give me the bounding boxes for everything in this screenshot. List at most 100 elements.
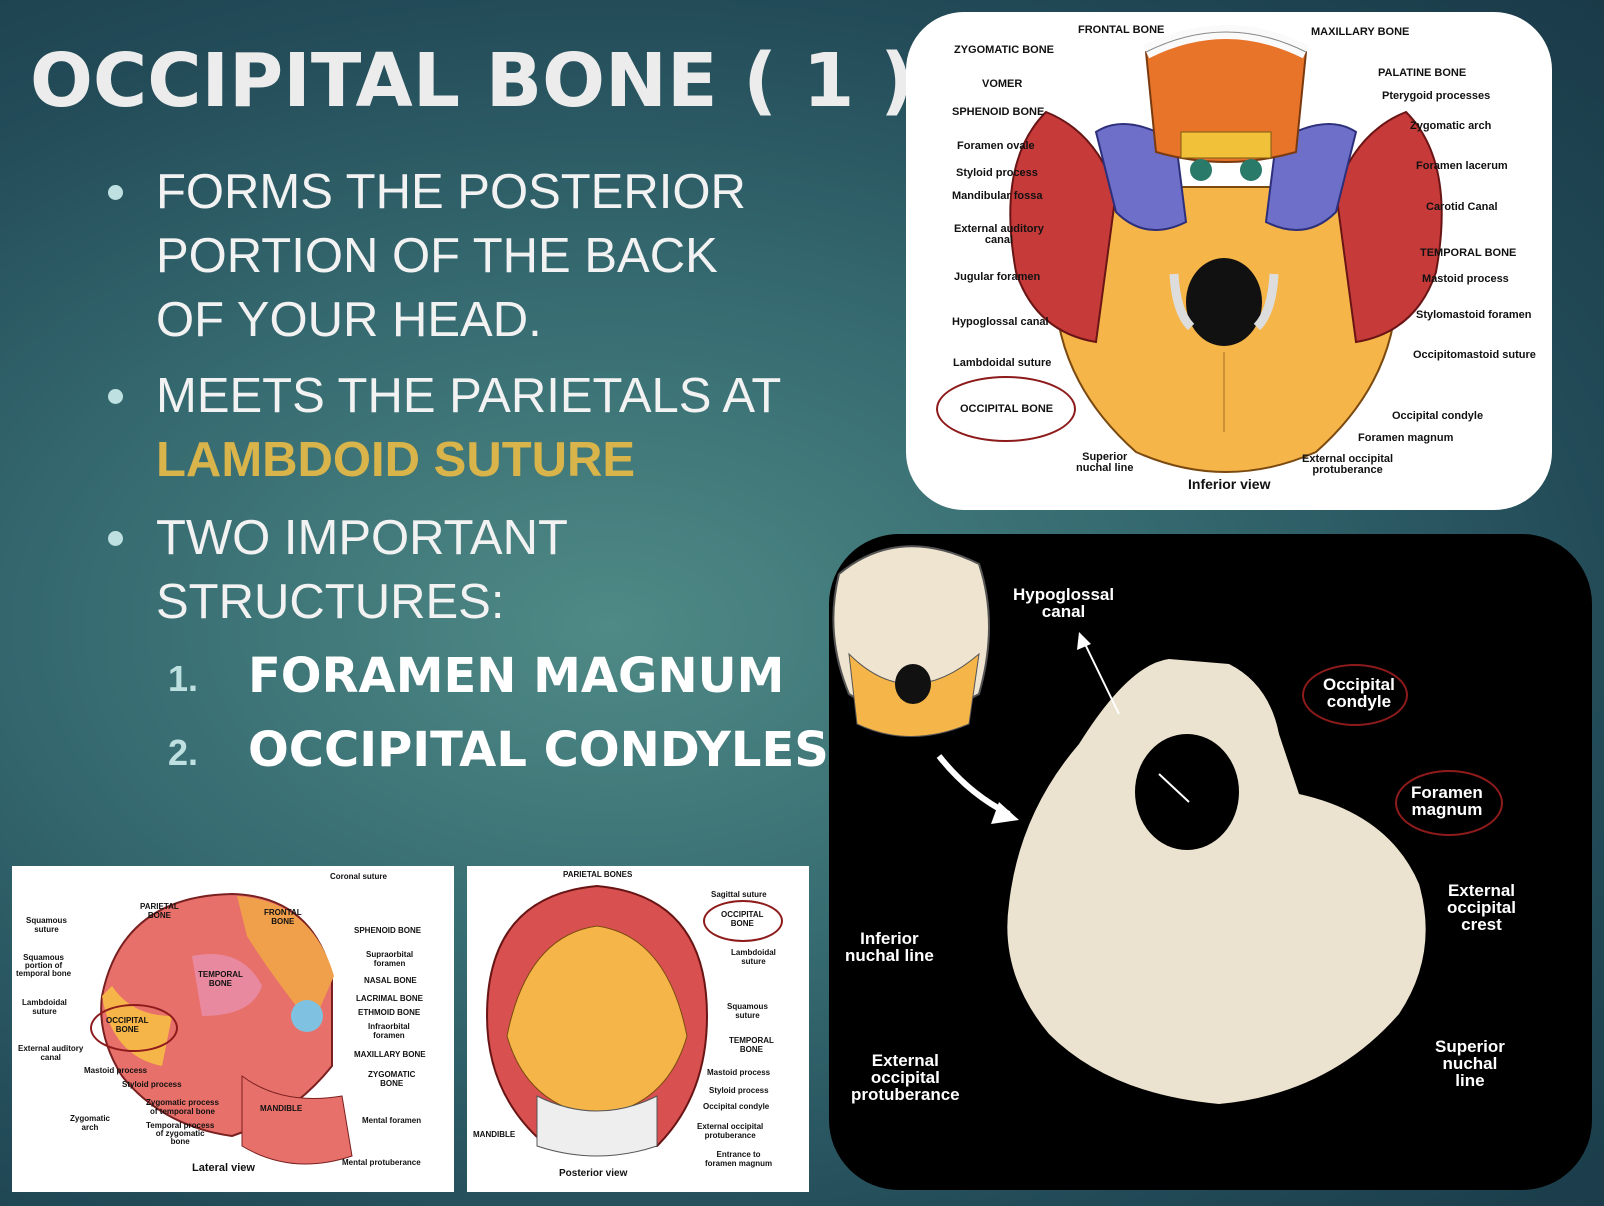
label-hypoglossal-canal: Hypoglossal canal <box>952 316 1049 328</box>
skull-inferior-illustration <box>1009 25 1443 473</box>
label-lambdoidal-suture: Lambdoidal suture <box>953 357 1052 369</box>
label-occipital-condyle: Occipital condyle <box>1323 675 1395 711</box>
label-jugular-foramen: Jugular foramen <box>954 271 1041 283</box>
label-squamous-suture: Squamous suture <box>26 916 67 934</box>
label-maxillary-bone: MAXILLARY BONE <box>1311 26 1410 38</box>
lateral-view-diagram: Coronal suture PARIETAL BONE FRONTAL BON… <box>12 866 454 1192</box>
highlight-circle <box>936 376 1076 442</box>
occipital-bone-photo: Hypoglossal canal Occipital condyle Fora… <box>829 534 1592 1190</box>
label-inferior-nuchal-line: Inferior nuchal line <box>845 929 934 965</box>
label-mastoid-process: Mastoid process <box>1422 273 1509 285</box>
label-coronal-suture: Coronal suture <box>330 872 387 881</box>
label-frontal-bone: FRONTAL BONE <box>264 908 302 926</box>
bullet-dot <box>108 531 123 546</box>
label-mandible: MANDIBLE <box>260 1104 303 1113</box>
label-sagittal-suture: Sagittal suture <box>711 890 767 899</box>
label-zygomatic-bone: ZYGOMATIC BONE <box>368 1070 416 1088</box>
bullet-dot <box>108 185 123 200</box>
caption-posterior-view: Posterior view <box>559 1168 628 1179</box>
label-ethmoid-bone: ETHMOID BONE <box>358 1008 421 1017</box>
label-zygomatic-process: Zygomatic process of temporal bone <box>146 1098 219 1116</box>
item-number: 2. <box>168 732 199 773</box>
label-frontal-bone: FRONTAL BONE <box>1078 24 1165 36</box>
item-number: 1. <box>168 658 199 699</box>
label-lambdoidal-suture: Lambdoidal suture <box>22 998 67 1016</box>
label-external-auditory-canal: External auditory canal <box>18 1044 84 1062</box>
label-mastoid-process: Mastoid process <box>707 1068 771 1077</box>
label-zygomatic-arch: Zygomatic arch <box>70 1114 111 1132</box>
label-occipitomastoid-suture: Occipitomastoid suture <box>1413 349 1536 361</box>
label-occipital-bone: OCCIPITAL BONE <box>960 403 1054 415</box>
bullet-text: MEETS THE PARIETALS AT <box>156 369 782 423</box>
label-foramen-lacerum: Foramen lacerum <box>1416 160 1508 172</box>
label-mastoid-process: Mastoid process <box>84 1066 148 1075</box>
label-foramen-magnum: Foramen magnum <box>1358 432 1454 444</box>
label-foramen-ovale: Foramen ovale <box>957 140 1035 152</box>
label-temporal-bone: TEMPORAL BONE <box>1420 247 1517 259</box>
label-palatine-bone: PALATINE BONE <box>1378 67 1467 79</box>
bullet-text: TWO IMPORTANT STRUCTURES: <box>156 511 568 629</box>
label-supraorbital-foramen: Supraorbital foramen <box>366 950 414 968</box>
item-text: FORAMEN MAGNUM <box>248 648 785 704</box>
label-zygomatic-bone: ZYGOMATIC BONE <box>954 44 1055 56</box>
label-temporal-bone: TEMPORAL BONE <box>198 970 243 988</box>
label-vomer: VOMER <box>982 78 1023 90</box>
bullet-parietals: MEETS THE PARIETALS AT LAMBDOID SUTURE <box>108 364 816 492</box>
label-squamous-suture: Squamous suture <box>727 1002 768 1020</box>
label-maxillary-bone: MAXILLARY BONE <box>354 1050 426 1059</box>
highlight-circle <box>1395 770 1503 836</box>
label-zygomatic-arch: Zygomatic arch <box>1410 120 1492 132</box>
label-lambdoidal-suture: Lambdoidal suture <box>731 948 776 966</box>
highlight-circle <box>1302 664 1408 726</box>
occipital-photo-illustration <box>832 545 1426 1104</box>
label-lacrimal-bone: LACRIMAL BONE <box>356 994 423 1003</box>
label-stylomastoid-foramen: Stylomastoid foramen <box>1416 309 1532 321</box>
inferior-view-diagram: FRONTAL BONE MAXILLARY BONE ZYGOMATIC BO… <box>906 12 1552 510</box>
label-external-occipital-crest: External occipital crest <box>1447 881 1516 934</box>
label-temporal-process: Temporal process of zygomatic bone <box>146 1121 215 1146</box>
label-pterygoid: Pterygoid processes <box>1382 90 1491 102</box>
label-hypoglossal-canal: Hypoglossal canal <box>1013 585 1115 621</box>
label-mental-foramen: Mental foramen <box>362 1116 422 1125</box>
slide-title: OCCIPITAL BONE ( 1 ) <box>30 38 914 124</box>
label-superior-nuchal-line: Superior nuchal line <box>1435 1037 1505 1090</box>
label-mandible: MANDIBLE <box>473 1130 516 1139</box>
label-foramen-magnum: Foramen magnum <box>1411 783 1483 819</box>
label-carotid-canal: Carotid Canal <box>1426 201 1498 213</box>
caption-inferior-view: Inferior view <box>1188 476 1271 492</box>
label-squamous-portion: Squamous portion of temporal bone <box>16 953 72 978</box>
label-styloid-process: Styloid process <box>122 1080 182 1089</box>
label-occipital-bone: OCCIPITAL BONE <box>721 910 764 928</box>
label-external-occipital-protuberance: External occipital protuberance <box>697 1122 764 1140</box>
label-sphenoid-bone: SPHENOID BONE <box>354 926 422 935</box>
label-parietal-bone: PARIETAL BONE <box>140 902 179 920</box>
posterior-view-diagram: PARIETAL BONES Sagittal suture OCCIPITAL… <box>467 866 809 1192</box>
label-mandibular-fossa: Mandibular fossa <box>952 190 1043 202</box>
label-external-auditory-canal: External auditory canal <box>954 223 1044 246</box>
label-occipital-condyle: Occipital condyle <box>1392 410 1484 422</box>
label-infraorbital-foramen: Infraorbital foramen <box>368 1022 410 1040</box>
label-occipital-bone: OCCIPITAL BONE <box>106 1016 149 1034</box>
label-entrance-foramen-magnum: Entrance to foramen magnum <box>705 1150 773 1168</box>
highlight-circle <box>703 900 783 942</box>
label-occipital-condyle: Occipital condyle <box>703 1102 770 1111</box>
label-mental-protuberance: Mental protuberance <box>342 1158 421 1167</box>
label-parietal-bones: PARIETAL BONES <box>563 870 633 879</box>
label-styloid-process: Styloid process <box>956 167 1038 179</box>
lambdoid-suture-highlight: LAMBDOID SUTURE <box>156 433 636 487</box>
label-sphenoid-bone: SPHENOID BONE <box>952 106 1045 118</box>
bullet-text: FORMS THE POSTERIOR PORTION OF THE BACK … <box>156 165 746 347</box>
label-superior-nuchal-line: Superior nuchal line <box>1076 451 1134 474</box>
bullet-dot <box>108 389 123 404</box>
label-external-occipital-protuberance: External occipital protuberance <box>851 1051 960 1104</box>
caption-lateral-view: Lateral view <box>192 1162 255 1174</box>
skull-posterior-illustration <box>485 884 709 1157</box>
label-styloid-process: Styloid process <box>709 1086 769 1095</box>
highlight-circle <box>90 1004 178 1052</box>
item-text: OCCIPITAL CONDYLES <box>248 722 829 778</box>
bullet-posterior-portion: FORMS THE POSTERIOR PORTION OF THE BACK … <box>108 160 756 352</box>
label-temporal-bone: TEMPORAL BONE <box>729 1036 774 1054</box>
bullet-structures: TWO IMPORTANT STRUCTURES: <box>108 506 696 634</box>
label-external-occipital-protuberance: External occipital protuberance <box>1302 453 1394 476</box>
label-nasal-bone: NASAL BONE <box>364 976 417 985</box>
